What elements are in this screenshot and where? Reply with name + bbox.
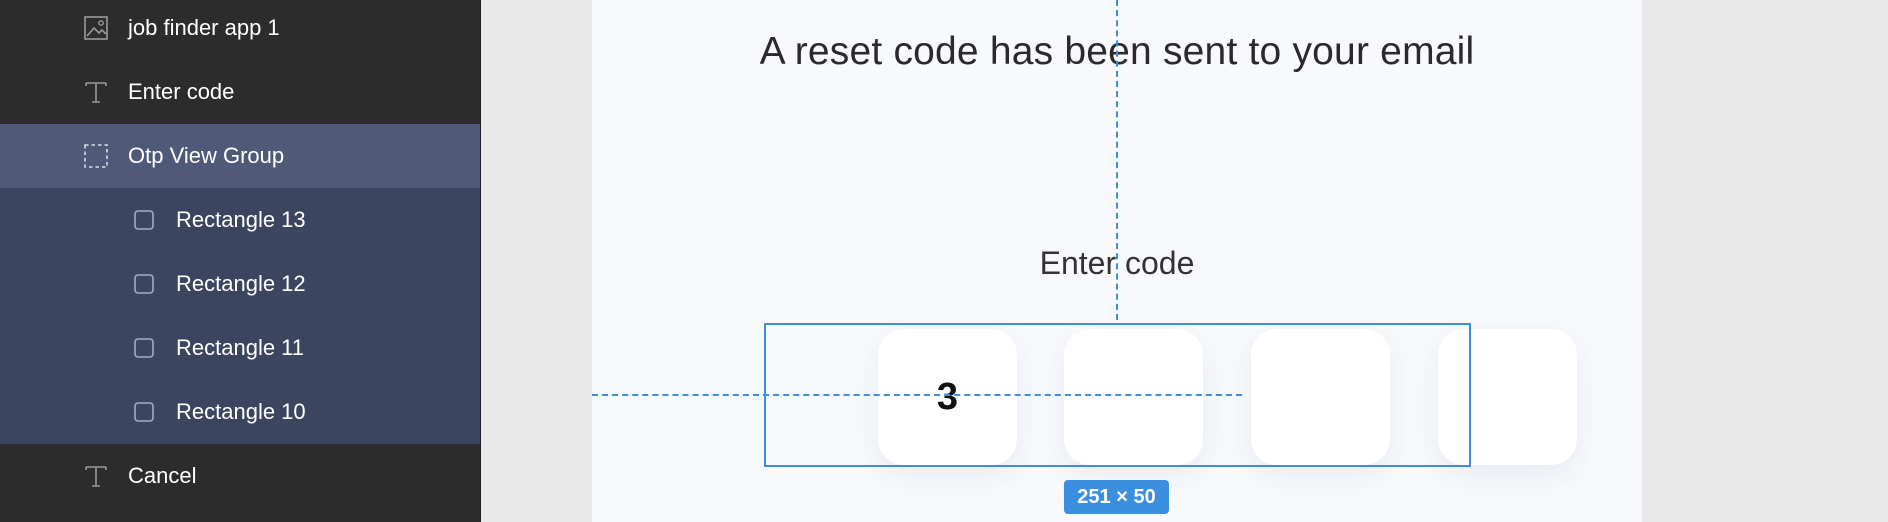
rectangle-icon	[131, 271, 157, 297]
rectangle-icon	[131, 399, 157, 425]
dimension-badge: 251 × 50	[1064, 480, 1169, 514]
text-icon	[83, 463, 109, 489]
rectangle-icon	[131, 335, 157, 361]
layer-row-cancel[interactable]: Cancel	[0, 444, 480, 508]
layer-label: Enter code	[128, 79, 235, 104]
layer-row-otp-view-group[interactable]: Otp View Group	[0, 124, 480, 188]
layer-row-rectangle-12[interactable]: Rectangle 12	[0, 252, 480, 316]
layer-row-enter-code[interactable]: Enter code	[0, 60, 480, 124]
layer-label: Rectangle 11	[176, 335, 305, 360]
text-icon	[83, 79, 109, 105]
layer-label: Otp View Group	[128, 143, 285, 168]
layer-row-job-finder-app[interactable]: job finder app 1	[0, 0, 480, 60]
otp-box-1[interactable]: 3	[878, 329, 1017, 465]
layer-row-rectangle-13[interactable]: Rectangle 13	[0, 188, 480, 252]
horizontal-guide-line	[592, 394, 1242, 396]
frame-group-icon	[83, 143, 109, 169]
design-canvas[interactable]: A reset code has been sent to your email…	[481, 0, 1888, 522]
image-icon	[83, 15, 109, 41]
otp-box-3[interactable]	[1251, 329, 1390, 465]
layer-label: Rectangle 10	[176, 399, 306, 424]
layer-label: Rectangle 13	[176, 207, 306, 232]
otp-box-2[interactable]	[1064, 329, 1203, 465]
layer-label: Rectangle 12	[176, 271, 306, 296]
layers-panel: job finder app 1 Enter code Otp View Gro…	[0, 0, 481, 522]
vertical-guide-line	[1116, 0, 1118, 320]
layer-label: Cancel	[128, 463, 197, 488]
layer-row-rectangle-11[interactable]: Rectangle 11	[0, 316, 480, 380]
rectangle-icon	[131, 207, 157, 233]
layer-label: job finder app 1	[128, 15, 280, 40]
otp-box-4[interactable]	[1438, 329, 1577, 465]
layer-row-rectangle-10[interactable]: Rectangle 10	[0, 380, 480, 444]
